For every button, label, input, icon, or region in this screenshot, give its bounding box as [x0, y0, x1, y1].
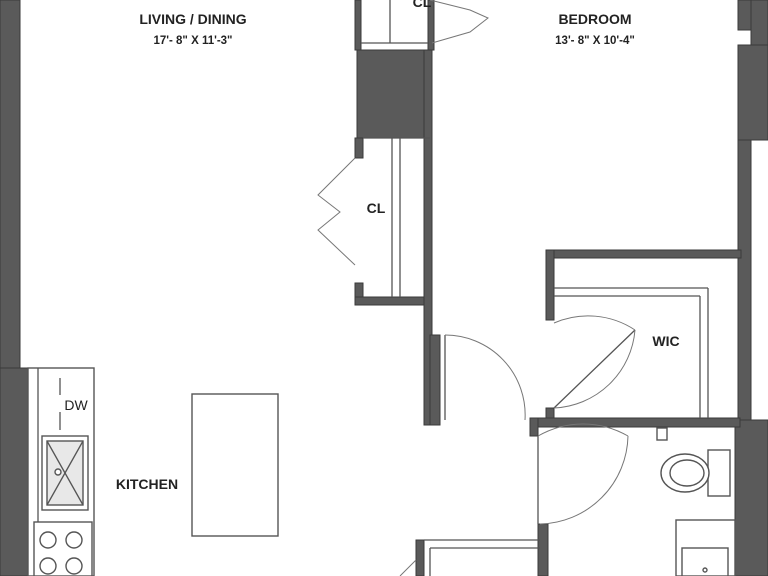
bottom-door-arc [399, 559, 417, 576]
vanity-sink [681, 547, 729, 576]
closet-top-door [429, 0, 489, 44]
closet-top-label: CL [413, 0, 432, 10]
toilet-paper [656, 427, 668, 441]
bath-left-wall-lower [537, 523, 549, 576]
right-exterior-column [750, 0, 768, 46]
wic-door-arc [553, 315, 636, 331]
right-exterior-wall [737, 44, 768, 141]
kitchen-island [191, 393, 279, 537]
central-column [356, 49, 433, 139]
bath-door-arc [537, 423, 629, 437]
burner [65, 531, 83, 549]
left-exterior-wall-lower [0, 367, 29, 576]
bathroom-fixtures [656, 427, 736, 576]
bedroom-label: BEDROOM [558, 11, 631, 27]
burner [65, 557, 83, 575]
right-exterior-wall-upper [737, 0, 752, 31]
bath-top-wall [529, 417, 741, 428]
living-dining-dimensions: 17'- 8" X 11'-3" [153, 35, 232, 47]
burner [39, 531, 57, 549]
burner [39, 557, 57, 575]
wic-door-leaf [553, 329, 636, 409]
wic-left-wall [545, 249, 555, 321]
hall-door-arc [444, 334, 526, 421]
toilet-tank [707, 449, 731, 497]
door-swings [317, 0, 636, 576]
right-exterior-wall-lower [734, 419, 768, 576]
labels: LIVING / DINING 17'- 8" X 11'-3" BEDROOM… [64, 0, 679, 492]
closet-bottom-wall [354, 296, 433, 306]
left-exterior-wall-upper [0, 0, 21, 369]
dishwasher-label: DW [64, 397, 88, 413]
kitchen-counter [27, 367, 95, 576]
hall-wall-left-end [429, 334, 441, 426]
partition-left-upper [354, 0, 362, 51]
living-dining-label: LIVING / DINING [139, 11, 246, 27]
hall-wall-left [423, 49, 433, 426]
right-wall-bedroom [737, 139, 752, 421]
closet-mid-door [317, 157, 356, 266]
kitchen-label: KITCHEN [116, 476, 178, 492]
bottom-partition [415, 539, 425, 576]
bedroom-dimensions: 13'- 8" X 10'-4" [555, 35, 635, 47]
closet-lines [361, 0, 709, 576]
closet-wall-top-stub [354, 137, 364, 159]
closet-mid-label: CL [367, 200, 386, 216]
wic-top-wall [545, 249, 742, 259]
wic-label: WIC [652, 333, 679, 349]
bath-left-wall [529, 417, 539, 437]
